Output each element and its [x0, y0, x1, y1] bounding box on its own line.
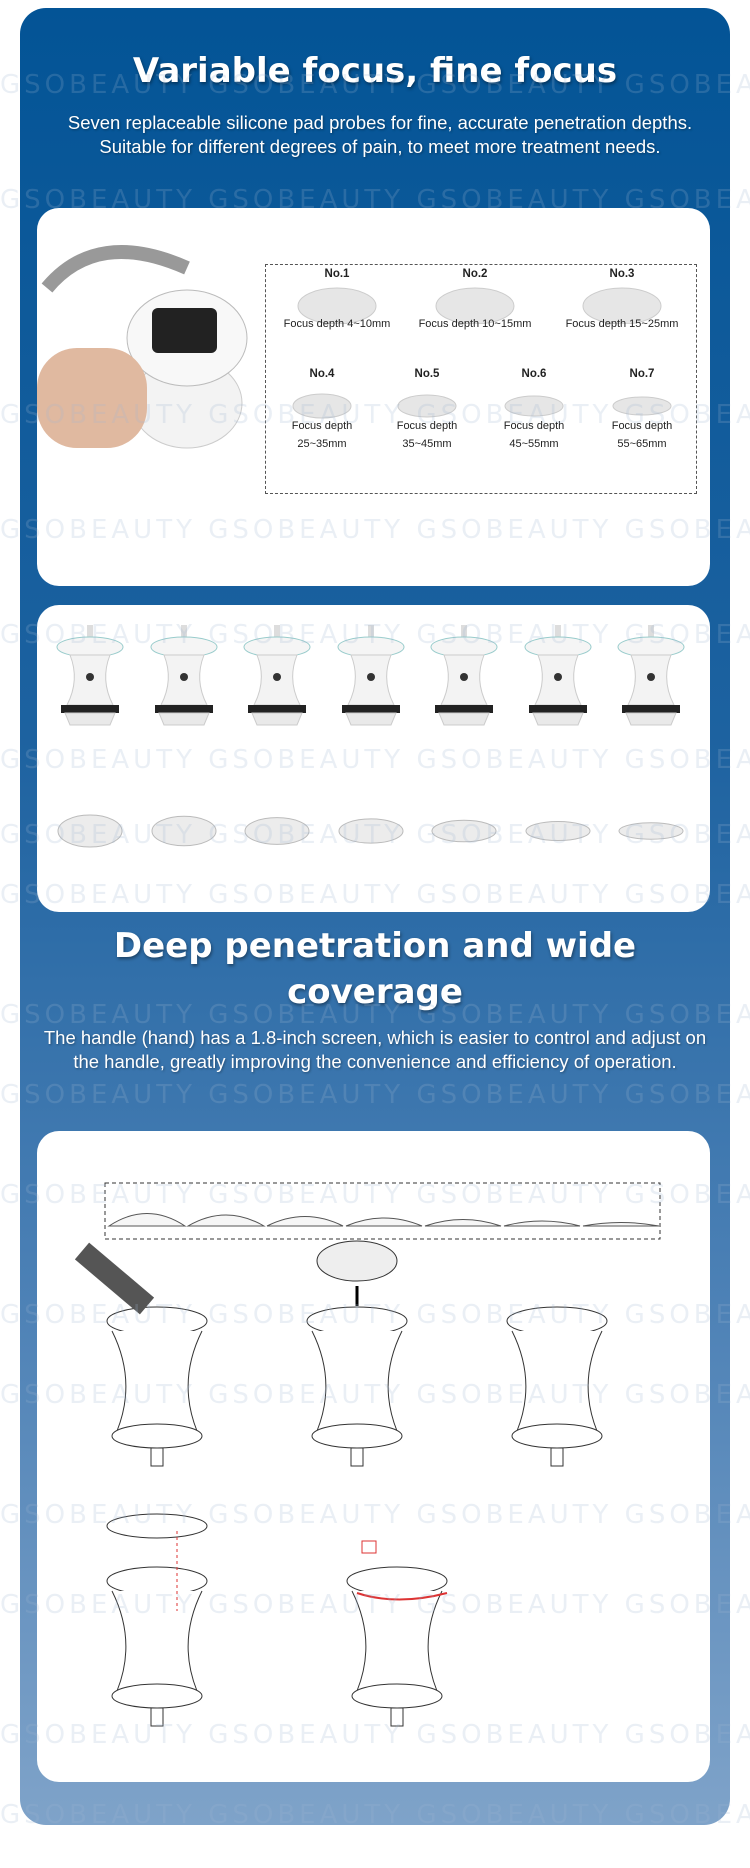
probe-number: No.3 — [609, 268, 635, 280]
silicone-pad-icon — [244, 817, 310, 845]
handpiece-image — [430, 625, 498, 726]
section2-description: The handle (hand) has a 1.8-inch screen,… — [43, 1027, 707, 1072]
silicone-pad-icon — [525, 821, 590, 841]
silicone-pad-icon — [151, 815, 216, 847]
silicone-pad-icon — [582, 287, 662, 324]
silicone-pad-icon — [612, 396, 672, 416]
handpiece-image — [524, 625, 591, 726]
probe-depth-label: Focus depth — [611, 420, 673, 432]
silicone-pad-icon — [431, 819, 497, 843]
probe-depth: 45~55mm — [509, 438, 559, 450]
probe-depth: 55~65mm — [617, 438, 667, 450]
probe-depth-label: Focus depth — [503, 420, 565, 432]
probe-depth: 25~35mm — [297, 438, 347, 450]
silicone-pad-icon — [397, 394, 457, 418]
probe-number: No.7 — [629, 368, 655, 380]
silicone-pad-icon — [435, 287, 515, 324]
section1-description: Seven replaceable silicone pad probes fo… — [67, 112, 693, 157]
handpiece-image — [56, 625, 124, 726]
handpiece-in-hand-image — [37, 245, 248, 449]
installation-diagram-card — [37, 1131, 710, 1782]
silicone-pad-icon — [297, 287, 377, 324]
probe-depth-table — [265, 264, 697, 494]
silicone-pad-icon — [338, 818, 403, 844]
handpiece-image — [243, 625, 311, 726]
handpiece-image — [617, 625, 685, 726]
silicone-pad-icon — [504, 395, 564, 417]
handpiece-image — [337, 625, 404, 726]
probe-depth: Focus depth 15~25mm — [565, 318, 679, 330]
probe-depth-label: Focus depth — [291, 420, 353, 432]
probe-number: No.6 — [521, 368, 547, 380]
silicone-pad-icon — [57, 814, 123, 848]
probe-depth: 35~45mm — [402, 438, 452, 450]
probe-number: No.2 — [462, 268, 488, 280]
probe-depth-label: Focus depth — [396, 420, 458, 432]
probe-number: No.1 — [324, 268, 350, 280]
probe-number: No.4 — [309, 368, 335, 380]
silicone-pad-icon — [292, 393, 352, 419]
handpieces-card — [37, 605, 710, 912]
probe-depth: Focus depth 4~10mm — [283, 318, 391, 330]
probe-number: No.5 — [414, 368, 440, 380]
handpiece-image — [150, 625, 217, 726]
section1-title: Variable focus, fine focus — [132, 51, 618, 91]
installation-diagram — [74, 1182, 661, 1727]
silicone-pad-icon — [618, 822, 684, 840]
probe-depth: Focus depth 10~15mm — [418, 318, 532, 330]
section2-title: Deep penetration and wide coverage — [113, 926, 637, 1012]
